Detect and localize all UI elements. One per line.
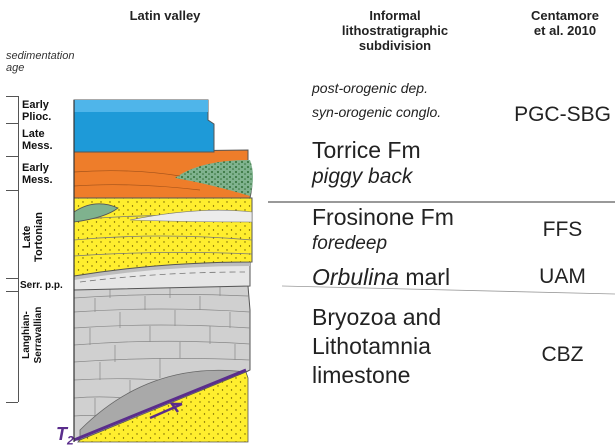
unit-line: limestone [312, 361, 441, 390]
unit-line: Lithotamnia [312, 332, 441, 361]
code-uam: UAM [510, 265, 615, 289]
orbulina-italic: Orbulina [312, 264, 399, 290]
unit-torrice-fm: Torrice Fm [312, 137, 421, 163]
unit-syn-orogenic: syn-orogenic conglo. [312, 104, 441, 120]
unit-post-orogenic: post-orogenic dep. [312, 80, 428, 96]
unit-piggy-back: piggy back [312, 165, 412, 189]
code-pgc-sbg: PGC-SBG [510, 103, 615, 127]
unit-frosinone-fm: Frosinone Fm [312, 204, 454, 230]
thrust-label: T2 [56, 424, 74, 448]
unit-line: Bryozoa and [312, 303, 441, 332]
unit-foredeep: foredeep [312, 232, 387, 256]
code-cbz: CBZ [510, 343, 615, 367]
orbulina-rest: marl [399, 264, 450, 290]
thrust-letter: T [56, 424, 67, 444]
thrust-subscript: 2 [67, 434, 74, 448]
unit-bryozoa-limestone: Bryozoa and Lithotamnia limestone [312, 303, 441, 390]
blue-upper-band [74, 100, 208, 112]
code-ffs: FFS [510, 218, 615, 242]
unit-orbulina-marl: Orbulina marl [312, 264, 450, 290]
